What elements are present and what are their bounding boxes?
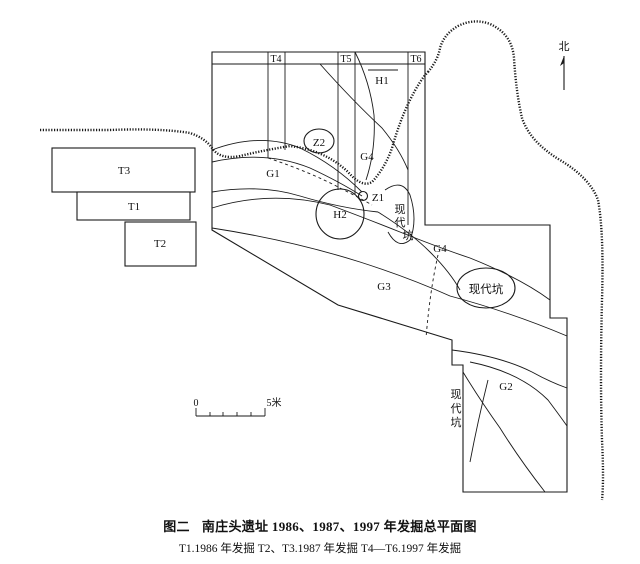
figure-caption: 图二南庄头遗址 1986、1987、1997 年发掘总平面图: [0, 516, 640, 535]
svg-text:坑: 坑: [403, 228, 414, 242]
label-t6: T6: [410, 54, 421, 65]
trench-t2: [124, 221, 197, 267]
label-g2: G2: [499, 381, 512, 393]
trench-t3: [51, 147, 196, 193]
svg-text:现: 现: [451, 388, 462, 401]
trench-grid: [212, 52, 425, 225]
scale-bar: 0 5米: [194, 396, 282, 417]
g3-dashed-line: [425, 254, 439, 339]
site-plan: T3 T1 T2 T4 T5 T6 H1 Z2 G4 G1 Z1 H2 G4 G…: [40, 20, 605, 501]
trench-t1: [76, 191, 191, 221]
g2-left-line: [462, 371, 546, 493]
figure-number: 图二: [163, 519, 190, 534]
modern-pit-a-outline: [384, 184, 415, 245]
svg-text:坑: 坑: [451, 415, 462, 429]
label-modern-pit-b: 现代坑: [469, 282, 504, 296]
g2-upper-line: [451, 349, 568, 389]
label-t3: T3: [118, 165, 131, 177]
label-t2: T2: [154, 238, 166, 250]
label-z1: Z1: [372, 192, 384, 204]
g4-lower-line: [377, 211, 461, 291]
g1-lower-line: [211, 188, 379, 213]
label-h2: H2: [333, 209, 346, 221]
g1-upper-line: [211, 140, 363, 193]
h1-outline: [354, 51, 375, 181]
label-g1: G1: [266, 168, 279, 180]
figure-title: 南庄头遗址 1986、1987、1997 年发掘总平面图: [201, 519, 477, 534]
pit-c-line: [469, 379, 489, 463]
svg-text:代: 代: [451, 402, 462, 415]
excavation-boundary: [211, 51, 568, 493]
label-g3: G3: [377, 281, 391, 293]
z2-outline: [303, 128, 335, 154]
label-z2: Z2: [313, 137, 325, 149]
g3-lower-line: [211, 227, 568, 337]
g1-middle-line: [211, 156, 363, 197]
label-t1: T1: [128, 201, 140, 213]
modern-pit-b-outline: [456, 267, 516, 309]
north-label: 北: [559, 40, 570, 53]
label-t4: T4: [270, 54, 281, 65]
svg-text:代: 代: [395, 216, 406, 229]
figure-legend: T1.1986 年发掘 T2、T3.1987 年发掘 T4—T6.1997 年发…: [178, 543, 462, 555]
site-edge-west: [40, 71, 429, 185]
h2-outline: [315, 188, 365, 240]
label-t5: T5: [340, 54, 351, 65]
g4-upper-line: [319, 63, 409, 171]
label-modern-pit-a: 现 代 坑: [395, 203, 414, 242]
label-modern-pit-c: 现 代 坑: [451, 388, 462, 429]
scale-start-label: 0: [194, 398, 199, 409]
label-g4-upper: G4: [360, 151, 374, 163]
z1-outline: [357, 190, 369, 202]
svg-text:现: 现: [395, 203, 406, 216]
north-arrow: 北: [559, 40, 570, 90]
scale-end-label: 5米: [267, 396, 282, 409]
north-arrow-icon: [560, 56, 564, 66]
label-g4-lower: G4: [433, 243, 447, 255]
g2-right-line: [469, 361, 568, 427]
label-h1: H1: [375, 75, 388, 87]
